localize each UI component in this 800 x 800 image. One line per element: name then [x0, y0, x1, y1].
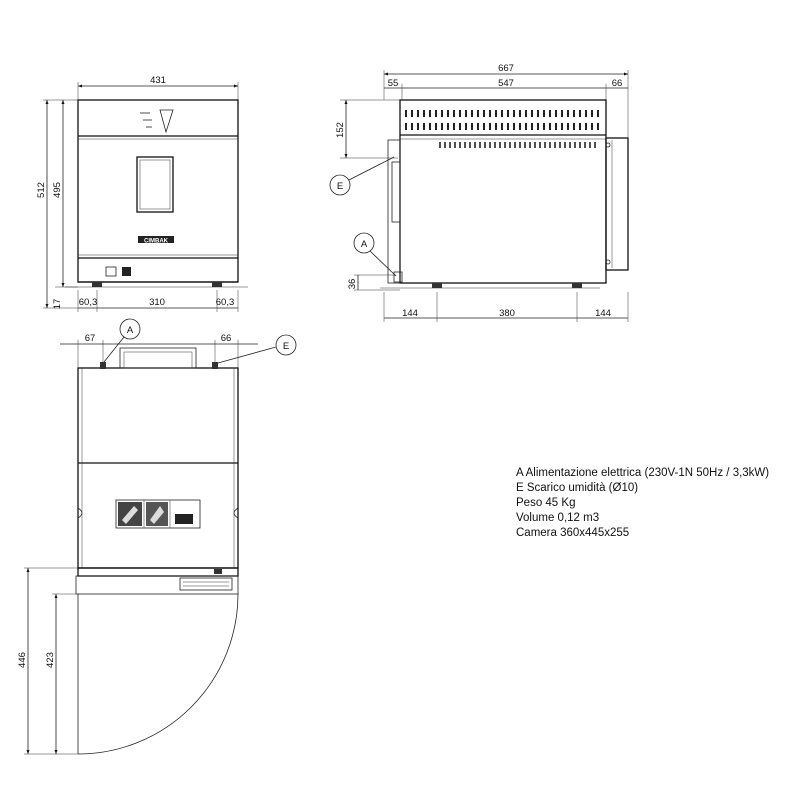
dim-foot-height: 17: [52, 299, 63, 310]
warning-labels: [115, 499, 201, 529]
dim-depth-body: 547: [498, 78, 514, 89]
callout-e-top-label: E: [283, 341, 289, 352]
dim-foot-left: 60,3: [79, 297, 98, 308]
dim-height-total: 512: [36, 182, 47, 198]
dim-inlet-height: 36: [347, 279, 358, 290]
dim-offset-e: 66: [221, 333, 232, 344]
foot-right: [212, 282, 222, 287]
dim-foot-right: 60,3: [216, 297, 235, 308]
control-switch: [122, 267, 131, 276]
door-window: [136, 156, 174, 213]
legend-line-chamber: Camera 360x445x255: [516, 527, 630, 539]
dim-depth-door: 66: [612, 78, 623, 89]
dim-height-body: 495: [52, 182, 63, 198]
power-switch: [105, 266, 117, 277]
side-view: 667 55 547 66 152 36 144 380 144 E A: [329, 63, 629, 322]
callout-a-top-label: A: [127, 325, 134, 336]
dim-door-swing: 423: [45, 652, 56, 668]
dim-width-total: 431: [150, 75, 166, 86]
door-top: [75, 575, 239, 595]
front-view: CIMBAK 431 512 495 17 60,3 310 60,3: [36, 75, 248, 312]
dim-foot-front: 144: [595, 308, 611, 319]
brand-logo: [138, 236, 174, 243]
dim-depth-total: 667: [498, 63, 514, 74]
legend-line-weight: Peso 45 Kg: [516, 497, 576, 509]
callout-e-side: [329, 174, 351, 196]
dim-foot-rear: 144: [402, 308, 418, 319]
dim-depth-rear: 55: [388, 78, 399, 89]
door-swing-arc: [77, 593, 239, 755]
top-body-outline: [77, 367, 239, 569]
legend-line-volume: Volume 0,12 m3: [516, 512, 600, 524]
front-body-outline: [77, 99, 239, 283]
vent-slots-mid: [439, 142, 596, 148]
dim-foot-spacing-side: 380: [499, 308, 515, 319]
rear-unit: [119, 347, 197, 369]
legend-line-drain: E Scarico umidità (Ø10): [516, 482, 639, 494]
legend: A Alimentazione elettrica (230V-1N 50Hz …: [516, 466, 786, 541]
callout-e-side-label: E: [337, 181, 343, 192]
callout-a-side: [353, 232, 375, 254]
top-view: 67 66 A E 446 423: [17, 318, 297, 755]
foot-left: [92, 282, 102, 287]
legend-line-power: A Alimentazione elettrica (230V-1N 50Hz …: [516, 467, 770, 479]
dim-door-swing-total: 446: [17, 652, 28, 668]
callout-a-side-label: A: [361, 239, 368, 250]
dim-height-top: 152: [335, 122, 346, 138]
control-panel-icons: [140, 109, 174, 134]
dim-offset-a: 67: [85, 333, 96, 344]
callout-e-top: [275, 334, 297, 356]
brand-logo-text: CIMBAK: [144, 239, 169, 245]
callout-a-top: [119, 318, 141, 340]
dim-foot-spacing: 310: [149, 297, 165, 308]
side-door: [605, 137, 629, 271]
vent-slots-top: [405, 110, 599, 130]
